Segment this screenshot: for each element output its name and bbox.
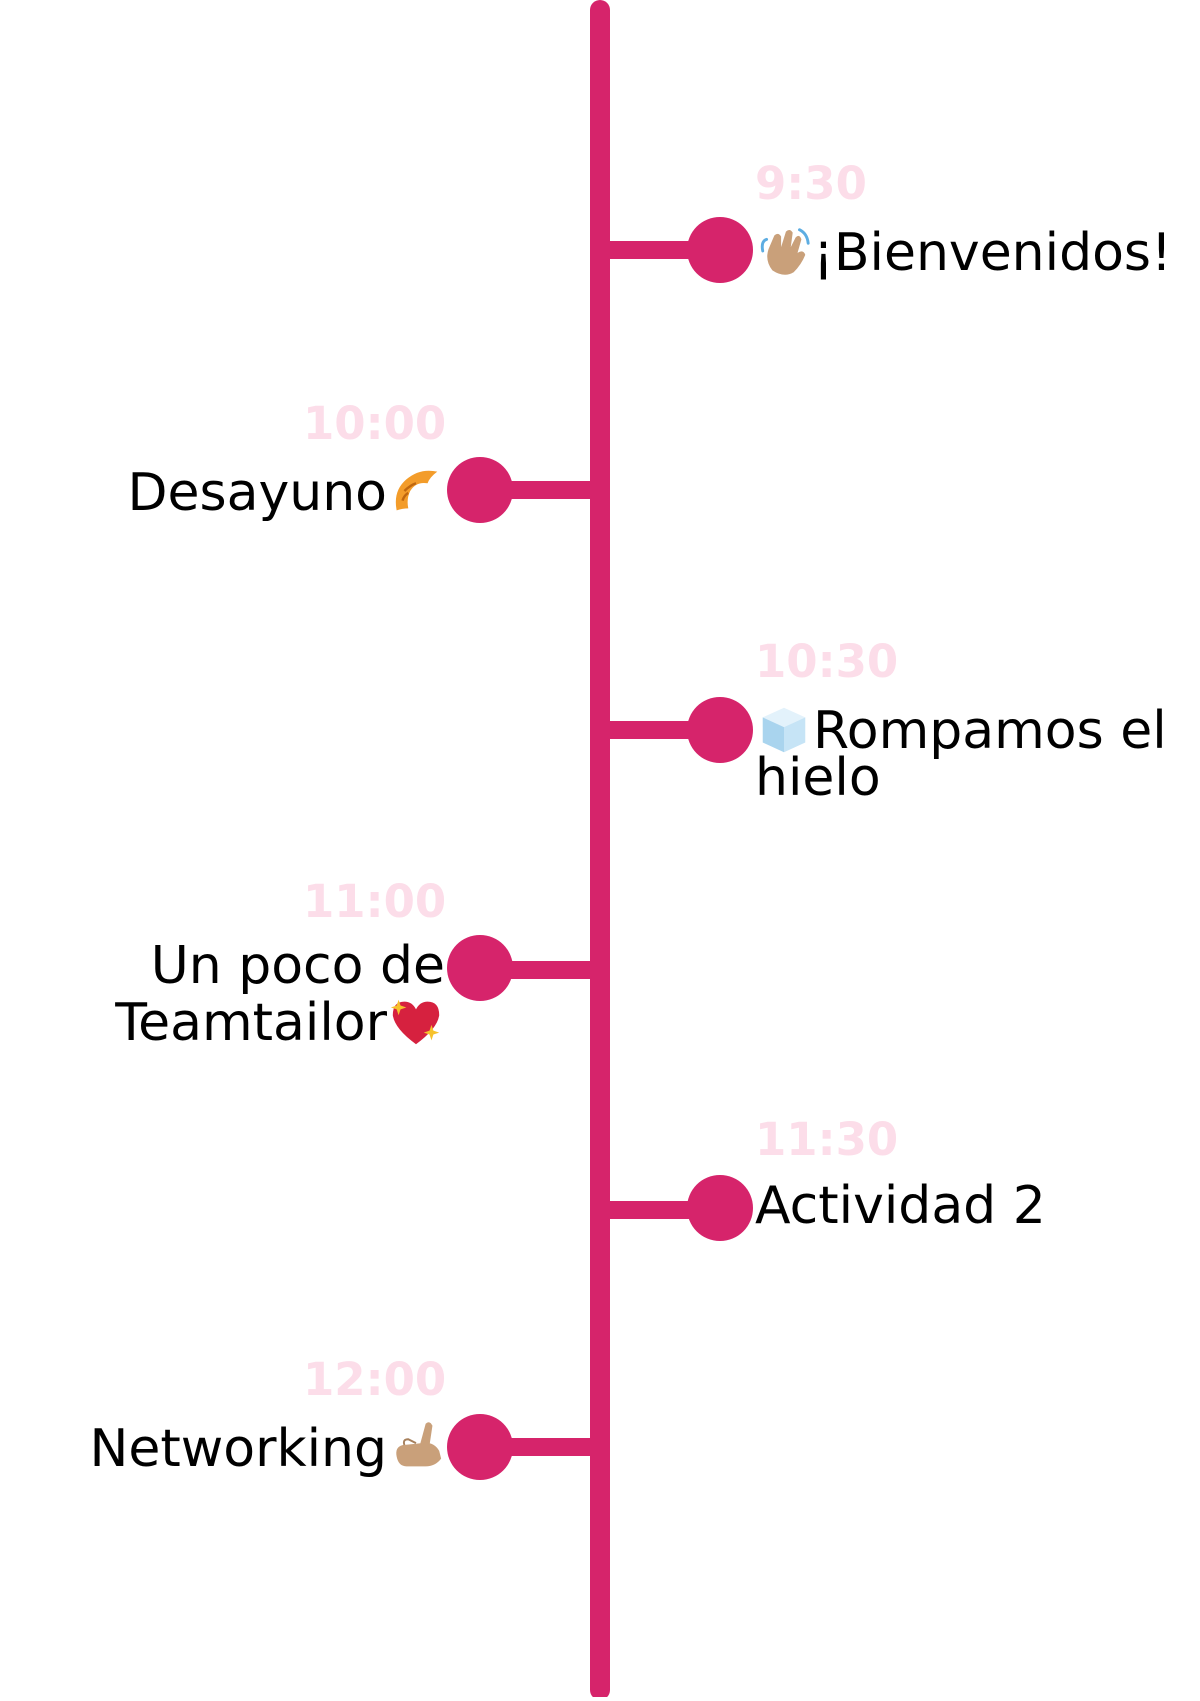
- event-time-10-00: 10:00: [303, 397, 447, 450]
- node-12-00: [447, 1414, 513, 1480]
- event-label-10-30-line-2: hielo: [755, 748, 881, 808]
- event-label-text: Desayuno: [127, 463, 388, 523]
- event-label-12-00: Networking: [89, 1418, 445, 1477]
- event-time-11-30: 11:30: [755, 1113, 899, 1166]
- event-label-11-00-line-2: Teamtailor: [115, 992, 445, 1051]
- node-11-30: [687, 1175, 753, 1241]
- node-10-30: [687, 697, 753, 763]
- event-time-11-00: 11:00: [303, 875, 447, 928]
- event-time-12-00: 12:00: [303, 1353, 447, 1406]
- event-time-9-30: 9:30: [755, 157, 867, 210]
- waving-hand-icon: [760, 228, 810, 275]
- sparkling-heart-icon: [390, 999, 440, 1045]
- call-me-hand-icon: [396, 1422, 442, 1467]
- event-label-10-00: Desayuno: [128, 462, 446, 521]
- event-time-10-30: 10:30: [755, 635, 899, 688]
- event-label-text: Teamtailor: [115, 993, 387, 1053]
- event-label-11-30: Actividad 2: [755, 1176, 1046, 1236]
- event-label-11-00: Un poco de: [150, 936, 445, 996]
- event-label-9-30: ¡Bienvenidos!: [755, 222, 1172, 281]
- node-11-00: [447, 935, 513, 1001]
- croissant-icon: [395, 470, 438, 511]
- ice-cube-icon: [762, 707, 806, 753]
- event-label-text: ¡Bienvenidos!: [813, 223, 1172, 283]
- event-label-text: Rompamos el: [813, 701, 1167, 761]
- node-10-00: [447, 457, 513, 523]
- event-label-text: Networking: [89, 1419, 387, 1479]
- event-label-10-30: Rompamos el: [755, 700, 1167, 759]
- node-9-30: [687, 217, 753, 283]
